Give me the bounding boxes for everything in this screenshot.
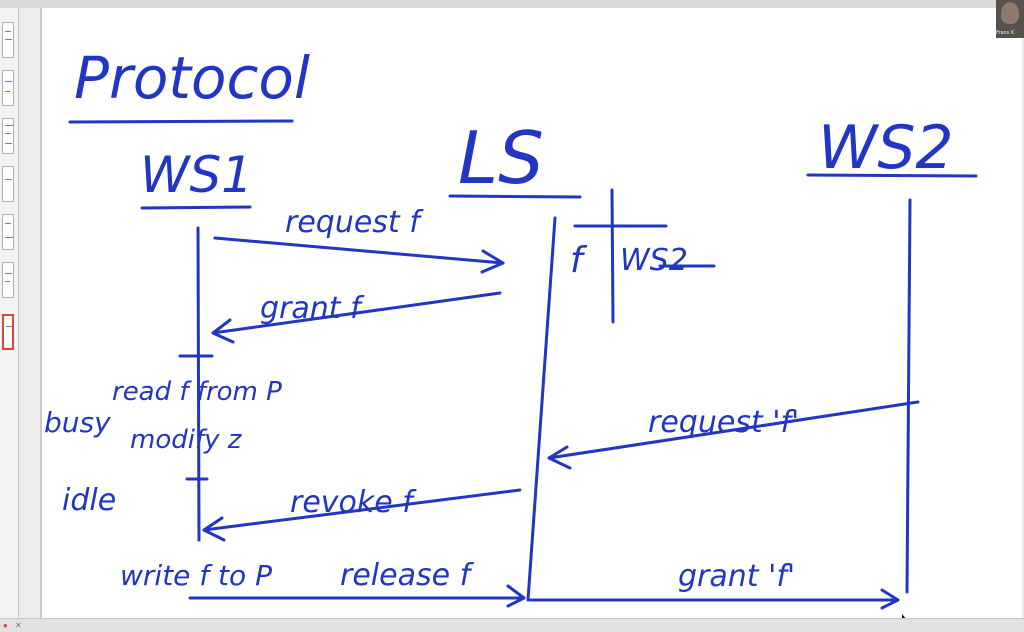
arrowhead-request-f-ws2 — [547, 445, 572, 470]
arrow-request-f-ws2 — [547, 400, 920, 460]
message-request-f: request f — [285, 205, 424, 240]
arrow-request-f — [213, 236, 505, 265]
note-write-back: write f to P — [120, 559, 272, 592]
webcam-caption: Frans K — [996, 30, 1015, 36]
webcam-overlay: Frans K — [996, 0, 1024, 38]
arrowhead-grant-f — [211, 318, 235, 344]
window-top-bar — [0, 0, 1024, 8]
slide-thumbnail[interactable] — [2, 262, 14, 298]
slide-thumbnail[interactable] — [2, 22, 14, 58]
arrowhead-revoke-f — [202, 516, 226, 542]
slide-thumbnail-sidebar[interactable] — [0, 8, 19, 618]
title-underline — [68, 119, 294, 124]
column-ws2-underline — [806, 173, 978, 178]
note-read-f: read f from P — [112, 377, 282, 407]
record-icon[interactable]: ● — [3, 621, 8, 630]
presenter-avatar — [1001, 2, 1019, 24]
slide-thumbnail[interactable] — [2, 166, 14, 202]
slide-thumbnail[interactable] — [2, 214, 14, 250]
close-icon[interactable]: ✕ — [15, 621, 22, 630]
slide-thumbnail[interactable] — [2, 70, 14, 106]
arrowhead-release-f — [506, 584, 526, 608]
column-ws1-label: WS1 — [140, 146, 253, 204]
note-busy: busy — [44, 406, 111, 439]
message-request-f-ws2: request 'f' — [648, 405, 799, 440]
arrow-revoke-f — [202, 488, 522, 532]
column-ws2-label: WS2 — [818, 113, 954, 183]
message-grant-f-ws2: grant 'f' — [678, 559, 795, 594]
column-ws1-underline — [140, 205, 252, 210]
whiteboard-canvas[interactable] — [40, 8, 1022, 620]
column-ls-underline — [448, 194, 582, 199]
arrowhead-grant-f-ws2 — [880, 588, 900, 610]
message-grant-f: grant f — [260, 291, 365, 326]
message-release-f: release f — [340, 558, 475, 593]
lock-table-file: f — [570, 240, 588, 281]
column-ls-label: LS — [458, 116, 544, 200]
arrowhead-request-f — [480, 249, 505, 274]
lifeline-ws2 — [905, 198, 912, 594]
title-protocol: Protocol — [74, 44, 310, 112]
slide-thumbnail[interactable] — [2, 118, 14, 154]
lock-table-divider — [610, 188, 615, 324]
lock-table-owner: WS2 — [620, 243, 688, 278]
slide-thumbnail-active[interactable] — [2, 314, 14, 350]
note-idle: idle — [62, 483, 116, 518]
lifeline-ws1 — [196, 226, 201, 542]
lifeline-ls — [526, 216, 557, 602]
bottom-status-bar: ● ✕ — [0, 618, 1024, 632]
note-modify: modify z — [130, 425, 243, 455]
message-revoke-f: revoke f — [290, 485, 417, 520]
arrow-grant-f — [211, 291, 502, 335]
